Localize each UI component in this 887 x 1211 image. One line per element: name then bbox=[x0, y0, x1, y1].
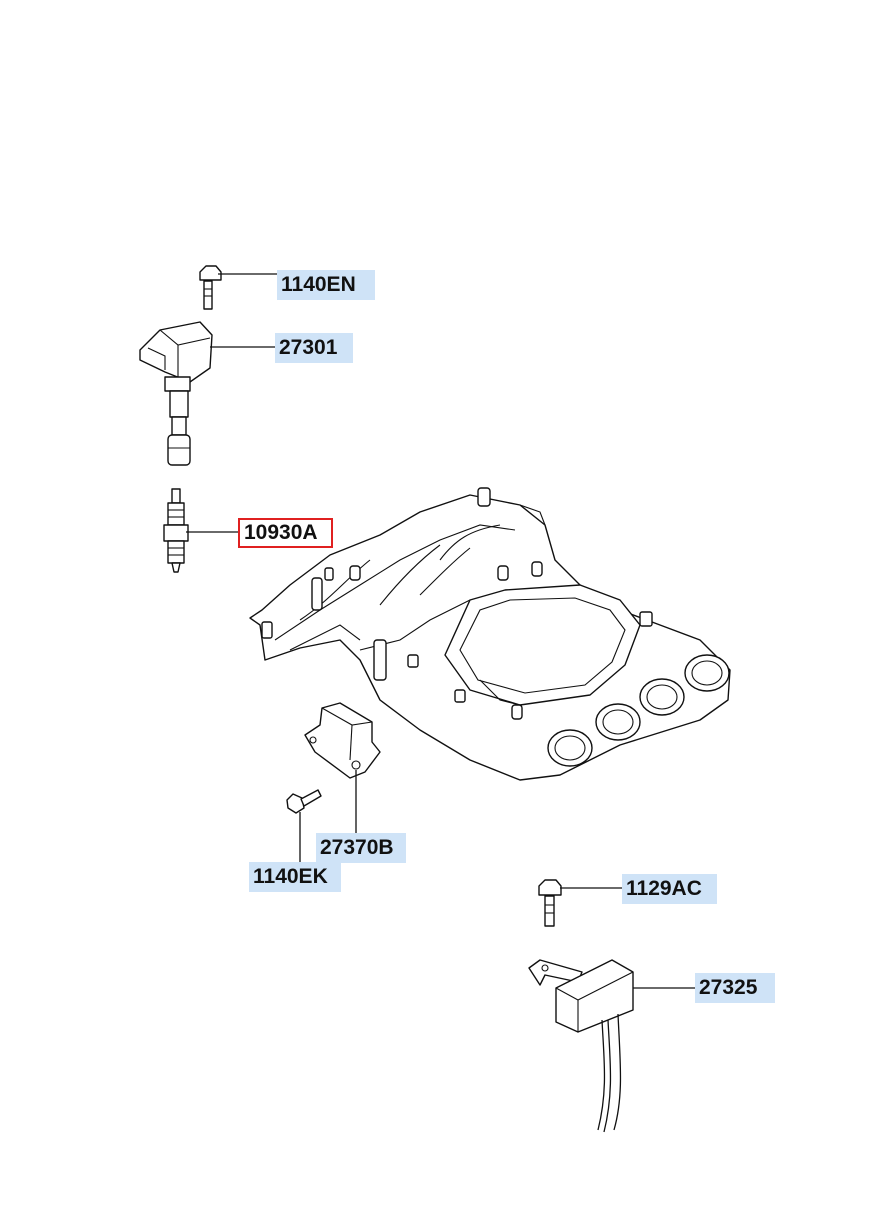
bolt-1140en-drawing bbox=[199, 265, 222, 310]
ignition-coil-27301-drawing bbox=[139, 321, 213, 466]
spark-plug-10930a-drawing bbox=[163, 488, 189, 573]
callout-1129ac[interactable]: 1129AC bbox=[622, 874, 717, 904]
callout-27325[interactable]: 27325 bbox=[695, 973, 775, 1003]
leader-lines bbox=[186, 273, 697, 989]
callout-27370b[interactable]: 27370B bbox=[316, 833, 406, 863]
sensor-27325-drawing bbox=[528, 959, 634, 1133]
callout-10930a[interactable]: 10930A bbox=[238, 518, 333, 548]
intake-manifold-drawing bbox=[249, 487, 731, 781]
callout-1140en[interactable]: 1140EN bbox=[277, 270, 375, 300]
callout-27301[interactable]: 27301 bbox=[275, 333, 353, 363]
callout-1140ek[interactable]: 1140EK bbox=[249, 862, 341, 892]
bolt-1129ac-drawing bbox=[538, 879, 562, 927]
bolt-1140ek-drawing bbox=[286, 789, 322, 814]
sensor-27370b-drawing bbox=[304, 702, 381, 779]
